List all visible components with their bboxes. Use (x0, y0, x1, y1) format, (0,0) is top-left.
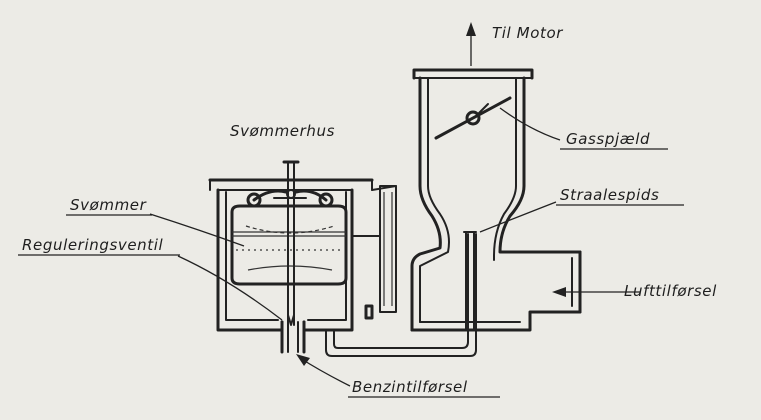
label-til-motor: Til Motor (492, 24, 563, 42)
float-chamber (208, 178, 374, 332)
label-reguleringsventil: Reguleringsventil (22, 236, 164, 254)
leader-straalespids (479, 201, 557, 233)
venturi-body (410, 68, 582, 332)
jet-nozzle (463, 231, 477, 331)
fuel-line (325, 233, 477, 357)
arrow-up-left-icon (296, 354, 310, 366)
label-straalespids: Straalespids (560, 186, 659, 204)
fuel-inlet-arrow (296, 354, 351, 387)
leader-svommer (149, 213, 245, 247)
label-svommerhus: Svømmerhus (230, 122, 335, 140)
gauge-column (351, 185, 397, 320)
label-lufttilforsel: Lufttilførsel (624, 282, 717, 300)
air-intake-arrow (552, 287, 640, 297)
label-svommer: Svømmer (70, 196, 147, 214)
arrow-up-icon (466, 22, 476, 36)
throttle-valve (434, 96, 512, 140)
leader-gasspjaeld (499, 107, 561, 141)
float-needle (246, 160, 334, 326)
label-gasspjaeld: Gasspjæld (566, 130, 650, 148)
label-benzintilforsel: Benzintilførsel (352, 378, 468, 396)
arrow-left-icon (552, 287, 566, 297)
outflow-arrow (466, 22, 476, 66)
leader-reguleringsventil (177, 255, 283, 321)
fuel-inlet-pipe (280, 320, 306, 354)
